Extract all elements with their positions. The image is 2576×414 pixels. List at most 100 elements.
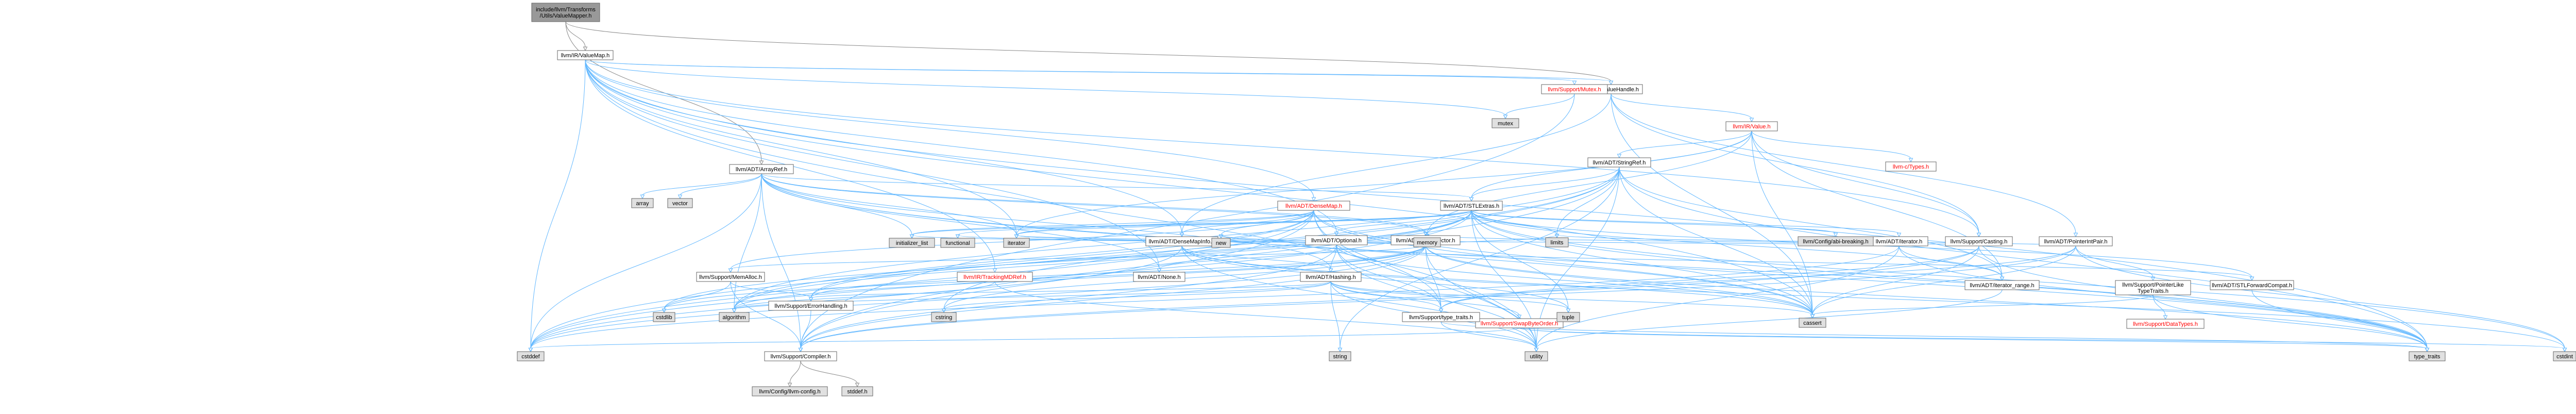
node-valuemap[interactable]: llvm/IR/ValueMap.h — [557, 50, 614, 60]
node-label: memory — [1417, 240, 1437, 246]
edge-valuemap-to-mutex — [585, 59, 1508, 120]
edge-iterator_h-to-iterator_range — [1899, 245, 2005, 281]
node-optional[interactable]: llvm/ADT/Optional.h — [1305, 235, 1368, 245]
edge-pointerliketypetraits-to-cassert — [1810, 294, 2154, 319]
edge-sup_type_traits-to-type_traits — [1440, 321, 2430, 353]
node-algorithm[interactable]: algorithm — [719, 312, 750, 322]
node-type_traits[interactable]: type_traits — [2409, 351, 2446, 361]
edge-ir_value-to-memory — [1425, 130, 1752, 239]
edge-root-to-valuemap — [565, 21, 588, 52]
node-label: cstdlib — [656, 314, 672, 321]
node-root[interactable]: include/llvm/Transforms/Utils/ValueMappe… — [531, 3, 600, 22]
edge-hashing-to-tuple — [1330, 281, 1571, 313]
node-stlforwardcompat[interactable]: llvm/ADT/STLForwardCompat.h — [2210, 280, 2294, 290]
node-iterator[interactable]: iterator — [1003, 238, 1030, 248]
node-box — [940, 238, 975, 248]
node-ctypes[interactable]: llvm-c/Types.h — [1885, 161, 1937, 172]
edge-arrayref-to-stlextras — [761, 173, 1474, 202]
node-box — [764, 351, 837, 361]
node-box — [2553, 351, 2576, 361]
node-label: limits — [1550, 240, 1564, 246]
node-array[interactable]: array — [631, 198, 654, 208]
node-compiler[interactable]: llvm/Support/Compiler.h — [764, 351, 837, 361]
node-tuple[interactable]: tuple — [1556, 312, 1580, 322]
node-cstdlib[interactable]: cstdlib — [653, 312, 675, 322]
node-cstring[interactable]: cstring — [931, 312, 957, 322]
node-casting[interactable]: llvm/Support/Casting.h — [1945, 236, 2013, 246]
node-sup_type_traits[interactable]: llvm/Support/type_traits.h — [1402, 312, 1480, 322]
node-mutex_h[interactable]: llvm/Support/Mutex.h — [1541, 84, 1608, 94]
node-vector[interactable]: vector — [667, 198, 693, 208]
node-box — [1545, 237, 1569, 247]
nodes-layer: include/llvm/Transforms/Utils/ValueMappe… — [517, 3, 2576, 396]
edge-smallvector-to-cstddef — [528, 244, 1426, 353]
node-iterator_h[interactable]: llvm/ADT/iterator.h — [1870, 236, 1928, 246]
edge-ir_value-to-ctypes — [1751, 130, 1913, 163]
node-label: llvm/ADT/Optional.h — [1311, 238, 1362, 244]
node-label: llvm/ADT/ArrayRef.h — [736, 167, 787, 173]
node-label: iterator — [1008, 240, 1026, 246]
node-llvm_config[interactable]: llvm/Config/llvm-config.h — [752, 386, 828, 396]
node-pointerintpair[interactable]: llvm/ADT/PointerIntPair.h — [2039, 236, 2113, 246]
node-label: llvm/ADT/Hashing.h — [1306, 274, 1355, 280]
node-memalloc[interactable]: llvm/Support/MemAlloc.h — [696, 272, 765, 282]
node-label: type_traits — [2414, 354, 2441, 360]
node-functional[interactable]: functional — [940, 238, 975, 248]
edge-hashing-to-string — [1330, 281, 1343, 353]
node-errorhandling[interactable]: llvm/Support/ErrorHandling.h — [768, 301, 854, 311]
edge-swapbyteorder-to-cstdint — [1519, 327, 2567, 353]
node-box — [1524, 351, 1548, 361]
node-label: llvm/ADT/PointerIntPair.h — [2044, 239, 2108, 245]
edge-stringref-to-limits — [1554, 167, 1620, 239]
node-stlextras[interactable]: llvm/ADT/STLExtras.h — [1440, 201, 1503, 211]
node-string[interactable]: string — [1329, 351, 1351, 361]
node-densemap[interactable]: llvm/ADT/DenseMap.h — [1277, 201, 1350, 211]
node-box — [841, 386, 873, 396]
node-none[interactable]: llvm/ADT/None.h — [1133, 272, 1185, 282]
node-box — [1133, 272, 1185, 282]
node-box — [1885, 161, 1937, 172]
node-label: llvm/IR/TrackingMDRef.h — [963, 274, 1026, 280]
node-new[interactable]: new — [1211, 238, 1231, 248]
node-configabi[interactable]: llvm/Config/abi-breaking.h — [1798, 236, 1874, 246]
node-cstdint[interactable]: cstdint — [2553, 351, 2576, 361]
node-box — [1277, 201, 1350, 211]
edge-ir_value-to-iterator — [1014, 130, 1752, 239]
node-arrayref[interactable]: llvm/ADT/ArrayRef.h — [729, 164, 794, 174]
node-box — [2126, 319, 2205, 329]
node-label: llvm/Support/Mutex.h — [1548, 87, 1601, 93]
node-mutex[interactable]: mutex — [1492, 118, 1519, 128]
node-trackingrefptr[interactable]: llvm/IR/TrackingMDRef.h — [957, 272, 1033, 282]
node-cassert[interactable]: cassert — [1799, 318, 1826, 328]
node-memory[interactable]: memory — [1413, 237, 1441, 247]
node-label: string — [1333, 354, 1347, 360]
node-stddef[interactable]: stddef.h — [841, 386, 873, 396]
node-utility[interactable]: utility — [1524, 351, 1548, 361]
node-label: llvm/Support/Compiler.h — [771, 354, 831, 360]
edge-ir_value-to-stringref — [1617, 130, 1752, 159]
node-box — [531, 3, 600, 22]
node-box — [557, 50, 614, 60]
edge-compiler-to-stddef — [800, 360, 860, 388]
node-hashing[interactable]: llvm/ADT/Hashing.h — [1300, 272, 1362, 282]
edge-densemapinfo-to-tuple — [1181, 245, 1571, 313]
node-ir_value[interactable]: llvm/IR/Value.h — [1725, 121, 1778, 131]
node-box — [1003, 238, 1030, 248]
edge-stlextras-to-optional — [1334, 210, 1472, 237]
node-iterator_range[interactable]: llvm/ADT/iterator_range.h — [1964, 280, 2040, 290]
node-label: llvm/ADT/iterator_range.h — [1970, 283, 2034, 289]
edge-root-to-valuehandle — [565, 21, 1614, 86]
node-initializer_list[interactable]: initializer_list — [889, 238, 935, 248]
node-label: array — [636, 201, 649, 207]
node-stringref[interactable]: llvm/ADT/StringRef.h — [1587, 157, 1651, 168]
node-densemapinfo[interactable]: llvm/ADT/DenseMapInfo.h — [1145, 236, 1218, 246]
node-label: llvm/Config/abi-breaking.h — [1803, 239, 1868, 245]
node-limits[interactable]: limits — [1545, 237, 1569, 247]
node-datatypes[interactable]: llvm/Support/DataTypes.h — [2126, 319, 2205, 329]
node-swapbyteorder[interactable]: llvm/Support/SwapByteOrder.h — [1475, 318, 1564, 328]
node-box — [719, 312, 750, 322]
edge-memalloc-to-cstdlib — [662, 281, 731, 313]
edge-iterator_h-to-type_traits — [1899, 245, 2430, 353]
node-cstddef[interactable]: cstddef — [517, 351, 545, 361]
